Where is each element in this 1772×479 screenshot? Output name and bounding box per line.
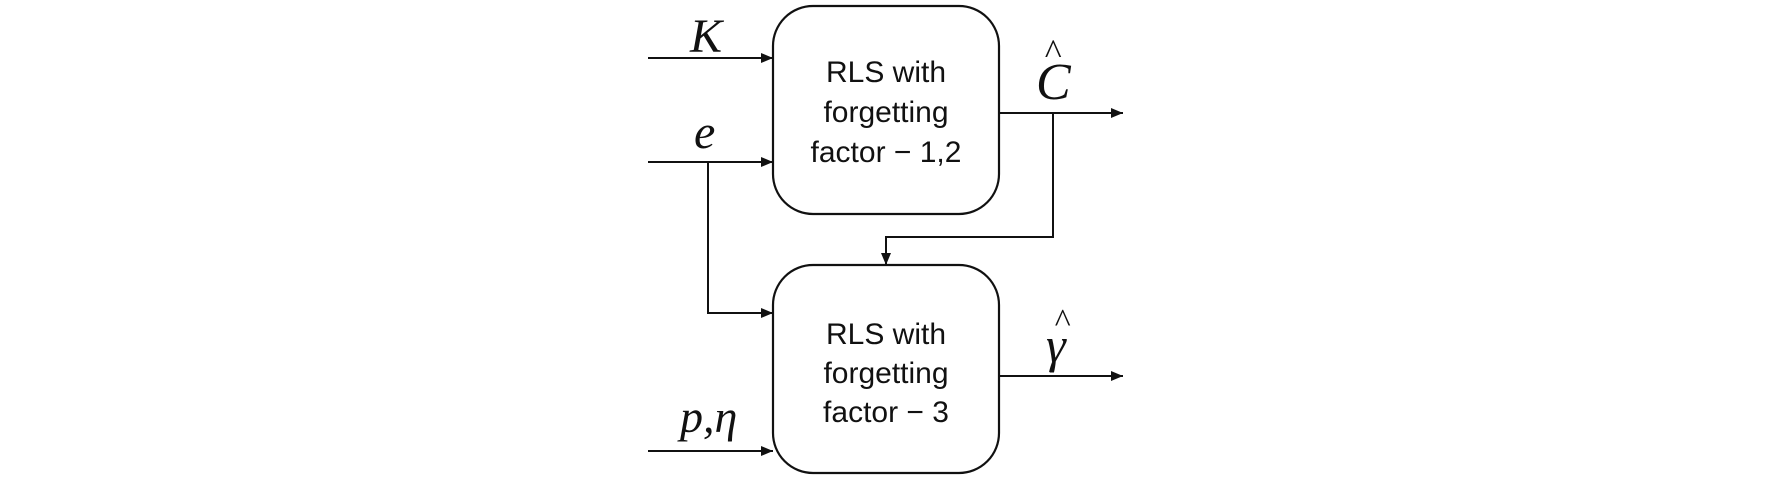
- output-c-hat-label: C: [1036, 54, 1072, 111]
- rls-block-top-label-line1: RLS with: [826, 56, 946, 89]
- rls-block-top-label-line2: forgetting: [823, 96, 948, 129]
- output-gamma-hat-caret: ^: [1054, 303, 1071, 340]
- input-e-label: e: [694, 106, 715, 159]
- output-gamma-hat-label: γ: [1046, 317, 1067, 373]
- input-p-eta-label: p,η: [677, 391, 737, 442]
- c-hat-feedback-connector: [881, 113, 1054, 265]
- rls-block-bottom-label-line2: forgetting: [823, 357, 948, 390]
- rls-block-top-label-line3: factor − 1,2: [811, 136, 962, 169]
- input-k-label: K: [689, 10, 725, 63]
- rls-block-top: [771, 4, 1001, 216]
- rls-block-bottom-label-line1: RLS with: [826, 318, 946, 351]
- e-branch-connector: [707, 162, 773, 318]
- rls-block-bottom-label-line3: factor − 3: [823, 396, 949, 429]
- output-c-hat-caret: ^: [1044, 32, 1062, 72]
